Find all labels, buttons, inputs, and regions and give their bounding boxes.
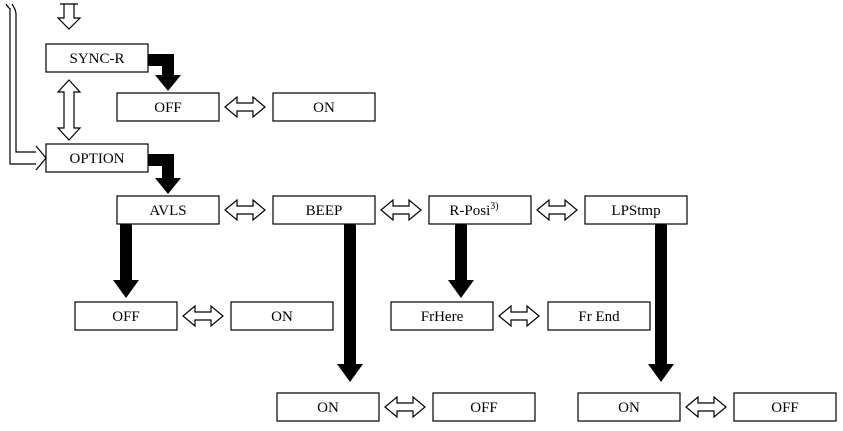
lpstmp-box[interactable] (584, 195, 688, 225)
footnote-marker: 3) (490, 201, 498, 212)
lpstmp-down-arrow (648, 224, 674, 382)
sync-r-down-arrow (148, 54, 181, 91)
lpstmp-off-box[interactable] (733, 392, 837, 422)
return-loop-arrow (9, 8, 47, 171)
option-down-arrow (148, 154, 181, 194)
beep-off-box[interactable] (432, 392, 536, 422)
swap-arrow-icon (384, 395, 426, 419)
swap-arrow-icon (182, 304, 224, 328)
r-posi-label: R-Posi3) (449, 201, 498, 219)
r-posi-frhere-label: FrHere (421, 309, 464, 325)
lpstmp-on-box[interactable] (577, 392, 681, 422)
r-posi-frhere-box[interactable] (390, 301, 494, 331)
swap-arrow-icon (224, 198, 266, 222)
lpstmp-off-label: OFF (771, 400, 799, 416)
swap-arrow-icon (380, 198, 422, 222)
avls-label: AVLS (149, 203, 186, 219)
sync-option-double-arrow (56, 79, 82, 141)
beep-on-box[interactable] (276, 392, 380, 422)
swap-arrow-icon (224, 95, 266, 119)
swap-arrow-icon (685, 395, 727, 419)
sync-r-off-box[interactable] (116, 92, 220, 122)
avls-box[interactable] (116, 195, 220, 225)
swap-arrow-icon (498, 304, 540, 328)
beep-box[interactable] (272, 195, 376, 225)
avls-off-box[interactable] (74, 301, 178, 331)
option-label: OPTION (70, 151, 125, 167)
avls-on-box[interactable] (230, 301, 334, 331)
avls-down-arrow (113, 224, 139, 298)
avls-on-label: ON (271, 309, 293, 325)
r-posi-text: R-Posi (449, 203, 490, 219)
r-posi-down-arrow (448, 224, 474, 298)
incoming-arrow (56, 4, 82, 30)
beep-down-arrow (337, 224, 363, 382)
sync-r-on-box[interactable] (272, 92, 376, 122)
sync-r-label: SYNC-R (69, 51, 124, 67)
avls-off-label: OFF (112, 309, 140, 325)
beep-on-label: ON (317, 400, 339, 416)
sync-r-off-label: OFF (154, 100, 182, 116)
swap-arrow-icon (536, 198, 578, 222)
r-posi-frend-label: Fr End (578, 309, 620, 325)
lpstmp-label: LPStmp (611, 203, 660, 219)
lpstmp-on-label: ON (618, 400, 640, 416)
beep-off-label: OFF (470, 400, 498, 416)
r-posi-frend-box[interactable] (547, 301, 651, 331)
r-posi-box[interactable] (428, 195, 532, 225)
return-loop-top (5, 3, 17, 15)
beep-label: BEEP (306, 203, 343, 219)
sync-r-on-label: ON (313, 100, 335, 116)
